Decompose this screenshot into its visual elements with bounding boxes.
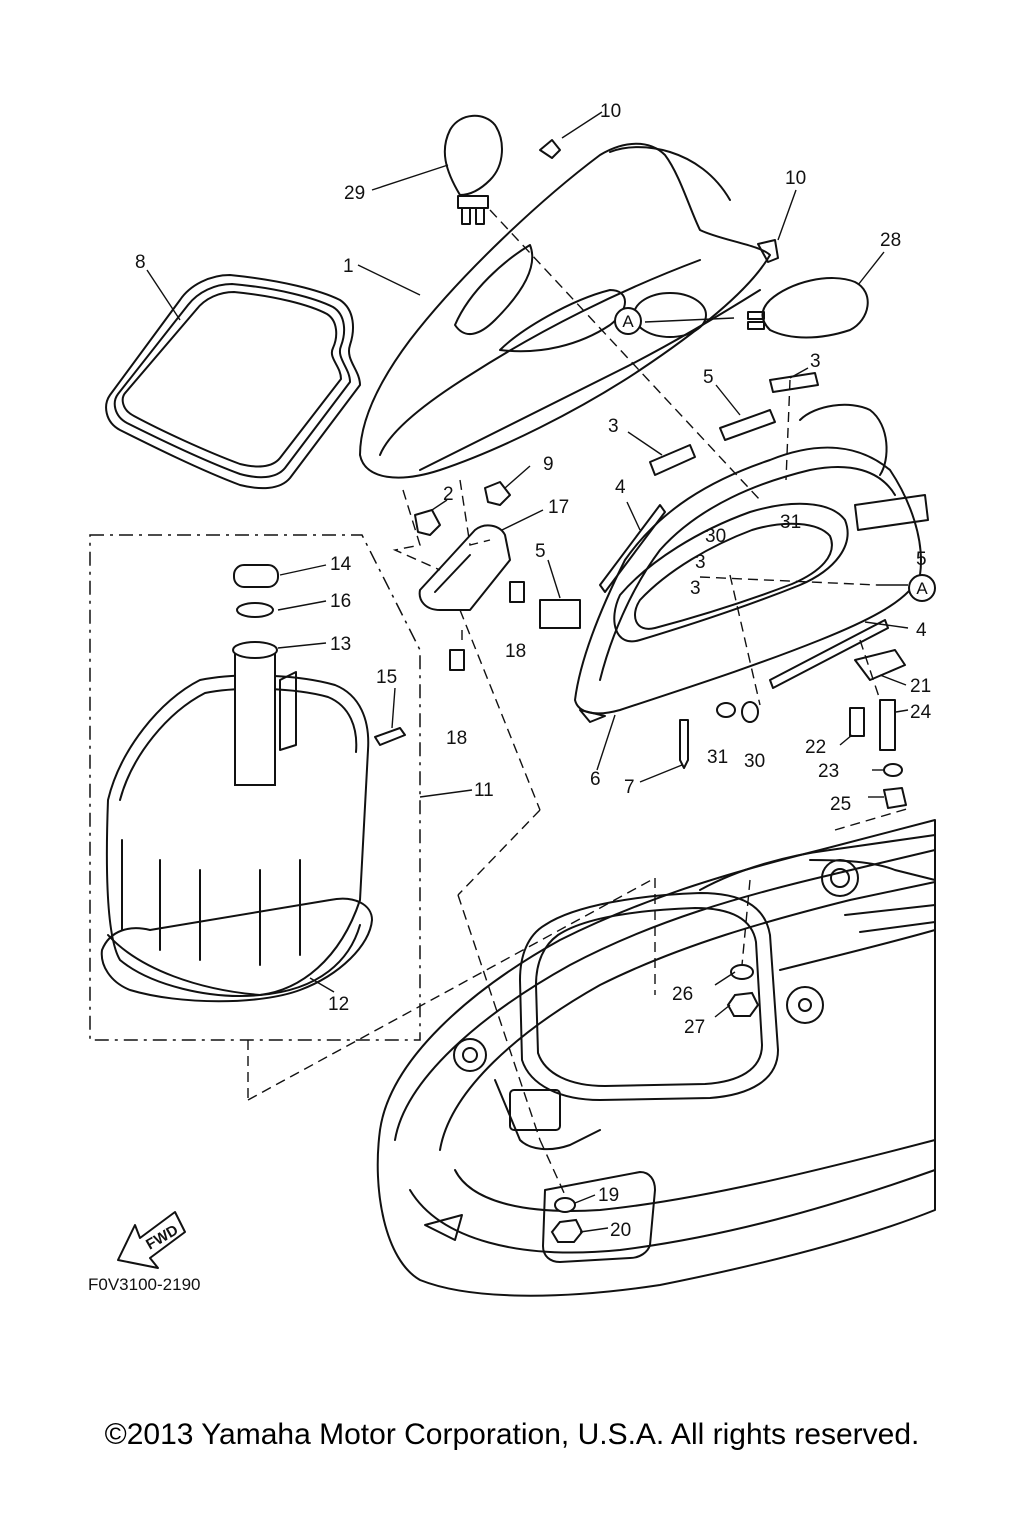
clip-9 [484, 481, 511, 506]
callout-7: 7 [624, 777, 635, 798]
callout-6: 6 [590, 769, 601, 790]
svg-text:A: A [916, 579, 928, 598]
callout-13: 13 [330, 634, 351, 655]
mirror-28 [747, 277, 869, 339]
label-strips [539, 372, 929, 689]
callout-3: 3 [690, 578, 701, 599]
svg-text:A: A [622, 312, 634, 331]
callout-9: 9 [543, 454, 554, 475]
mirror-29 [443, 114, 503, 225]
copyright-notice: ©2013 Yamaha Motor Corporation, U.S.A. A… [104, 1418, 920, 1451]
callout-20: 20 [610, 1220, 631, 1241]
callout-25: 25 [830, 794, 851, 815]
callout-18: 18 [446, 728, 467, 749]
ref-marker-a-1: A [614, 307, 642, 335]
callout-31: 31 [780, 512, 801, 533]
callout-12: 12 [328, 994, 349, 1015]
callout-21: 21 [910, 676, 931, 697]
callout-4: 4 [615, 477, 626, 498]
callout-24: 24 [910, 702, 932, 723]
callout-1: 1 [343, 256, 354, 277]
screw-18 [449, 581, 525, 671]
callout-30: 30 [744, 751, 765, 772]
callout-14: 14 [330, 554, 352, 575]
callout-23: 23 [818, 761, 839, 782]
callout-5: 5 [916, 549, 927, 570]
callout-10: 10 [785, 168, 806, 189]
seal-ring-8 [105, 274, 361, 490]
drawing-code: F0V3100-2190 [88, 1275, 200, 1294]
callout-22: 22 [805, 737, 826, 758]
callout-19: 19 [598, 1185, 619, 1206]
leader-lines [146, 111, 911, 1233]
callout-4: 4 [916, 620, 927, 641]
storage-box-assembly [89, 534, 421, 1041]
callout-29: 29 [344, 183, 365, 204]
storage-compartment-6 [574, 403, 922, 723]
callout-16: 16 [330, 591, 351, 612]
callout-30: 30 [705, 526, 726, 547]
callout-27: 27 [684, 1017, 705, 1038]
callout-2: 2 [443, 484, 454, 505]
fwd-arrow-icon: FWD [117, 1211, 186, 1269]
callout-3: 3 [695, 552, 706, 573]
callout-8: 8 [135, 252, 146, 273]
callout-labels: 10 10 29 28 8 1 5 3 3 9 2 17 4 30 31 3 3… [135, 101, 932, 1241]
hull-drawing [376, 819, 936, 1297]
callout-18: 18 [505, 641, 526, 662]
callout-15: 15 [376, 667, 397, 688]
callout-3: 3 [608, 416, 619, 437]
hinge-bracket-17 [418, 524, 511, 611]
callout-11: 11 [474, 780, 494, 801]
callout-31: 31 [707, 747, 728, 768]
ref-marker-a-2: A [908, 574, 936, 602]
hardware-right [679, 649, 907, 809]
callout-26: 26 [672, 984, 693, 1005]
callout-3: 3 [810, 351, 821, 372]
clip-10 [539, 139, 779, 263]
clip-2 [414, 509, 441, 536]
callout-10: 10 [600, 101, 621, 122]
hood-drawing [359, 142, 771, 479]
callout-28: 28 [880, 230, 901, 251]
callout-5: 5 [703, 367, 714, 388]
callout-5: 5 [535, 541, 546, 562]
callout-17: 17 [548, 497, 569, 518]
